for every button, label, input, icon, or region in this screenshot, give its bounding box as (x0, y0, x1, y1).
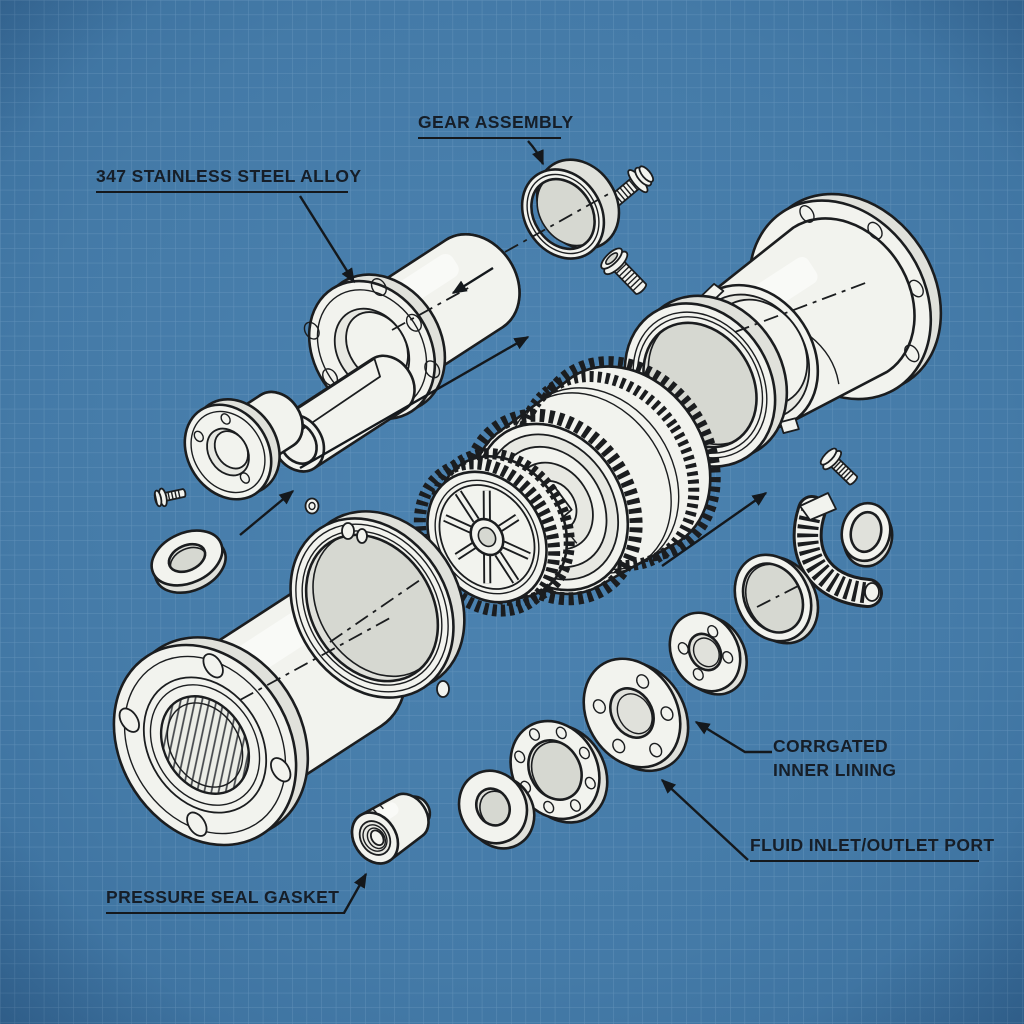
part-socket-bolt (600, 247, 647, 295)
label-corrugated-inner-lining: CORRGATED INNER LINING (773, 734, 896, 782)
part-thin-ring (733, 553, 820, 645)
axis-arrows (239, 266, 768, 567)
part-washer (457, 769, 536, 850)
axis-arrow-lower (661, 492, 768, 567)
label-stainless-steel-alloy: 347 STAINLESS STEEL ALLOY (96, 164, 361, 193)
clamp-ring-bolt-top (341, 522, 368, 544)
leader-fluid (660, 779, 749, 861)
part-small-collar (183, 390, 304, 501)
part-right-screw (819, 447, 858, 486)
centerline-overlays (239, 191, 869, 701)
part-small-flange-disc (668, 611, 748, 696)
leader-pressure (342, 872, 368, 914)
part-small-nut (304, 497, 320, 515)
label-corrugated-line1: CORRGATED (773, 736, 889, 756)
label-pressure-seal-gasket: PRESSURE SEAL GASKET (106, 885, 345, 914)
label-gear-assembly: GEAR ASSEMBLY (418, 110, 573, 139)
bore-arrow (451, 266, 494, 295)
part-clamp-ring (289, 510, 466, 699)
part-toothed-clip (792, 492, 883, 608)
label-corrugated-line2: INNER LINING (773, 760, 897, 780)
label-fluid-inlet-outlet-port: FLUID INLET/OUTLET PORT (750, 833, 994, 862)
leader-alloy (298, 195, 356, 284)
part-clip-ring (840, 501, 894, 568)
axis-arrow-upper (299, 335, 530, 470)
part-seal-bushing (350, 792, 432, 865)
part-main-housing (112, 582, 408, 847)
leader-corrugated (694, 720, 772, 754)
part-left-screw (153, 487, 187, 508)
axis-arrow-small (239, 490, 295, 536)
leader-gear-assembly (527, 140, 545, 166)
part-left-washer (150, 529, 227, 594)
part-port-disc (582, 657, 690, 773)
part-bolt-ring (509, 719, 609, 824)
part-bearing-ring (520, 158, 621, 260)
clamp-ring-bolt-bottom (436, 680, 450, 698)
label-leaders (298, 140, 772, 914)
